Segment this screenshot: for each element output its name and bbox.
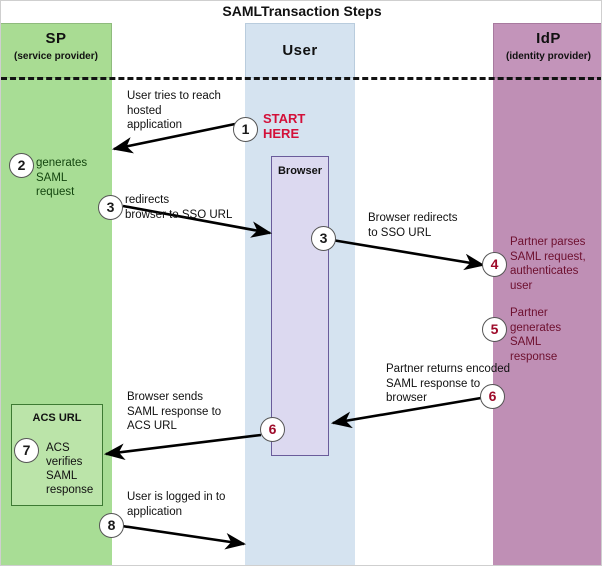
step-circle-3-sp[interactable]: 3 (98, 195, 123, 220)
lane-title-sp: SP (45, 30, 67, 47)
note-step-8: User is logged in to application (127, 491, 226, 518)
step-circle-2[interactable]: 2 (9, 153, 34, 178)
step-circle-6-idp[interactable]: 6 (480, 384, 505, 409)
note-step-3b: Browser redirects to SSO URL (368, 212, 458, 239)
lane-subtitle-sp: (service provider) (14, 51, 98, 62)
step-circle-8[interactable]: 8 (99, 513, 124, 538)
step-circle-3-user[interactable]: 3 (311, 226, 336, 251)
lane-title-user: User (282, 42, 318, 59)
trust-boundary-divider (1, 77, 601, 80)
page-title: SAMLTransaction Steps (222, 3, 382, 19)
note-step-5: Partner generates SAML response (510, 307, 562, 363)
note-step-6: Partner returns encoded SAML response to… (386, 363, 511, 404)
lane-title-idp: IdP (536, 30, 561, 47)
note-step-3: redirects browser to SSO URL (125, 194, 233, 221)
lane-header-user: User (245, 23, 355, 78)
step-circle-6-user[interactable]: 6 (260, 417, 285, 442)
lane-idp (493, 23, 601, 565)
step-circle-7[interactable]: 7 (14, 438, 39, 463)
start-here-marker: START HERE (263, 111, 306, 141)
step-circle-5[interactable]: 5 (482, 317, 507, 342)
browser-box-label: Browser (277, 165, 323, 177)
acs-url-box-label: ACS URL (32, 412, 82, 424)
lane-subtitle-idp: (identity provider) (505, 51, 591, 62)
browser-box: Browser (271, 156, 329, 456)
note-step-1: User tries to reach hosted application (127, 90, 221, 131)
lane-header-idp: IdP (identity provider) (493, 23, 601, 78)
acs-url-box-body: ACS verifies SAML response (46, 442, 94, 496)
note-step-4: Partner parses SAML request, authenticat… (510, 236, 586, 292)
step-circle-1[interactable]: 1 (233, 117, 258, 142)
step-circle-4[interactable]: 4 (482, 252, 507, 277)
lane-header-sp: SP (service provider) (1, 23, 112, 78)
note-step-2: generates SAML request (36, 157, 88, 198)
note-step-6b: Browser sends SAML response to ACS URL (127, 391, 222, 432)
